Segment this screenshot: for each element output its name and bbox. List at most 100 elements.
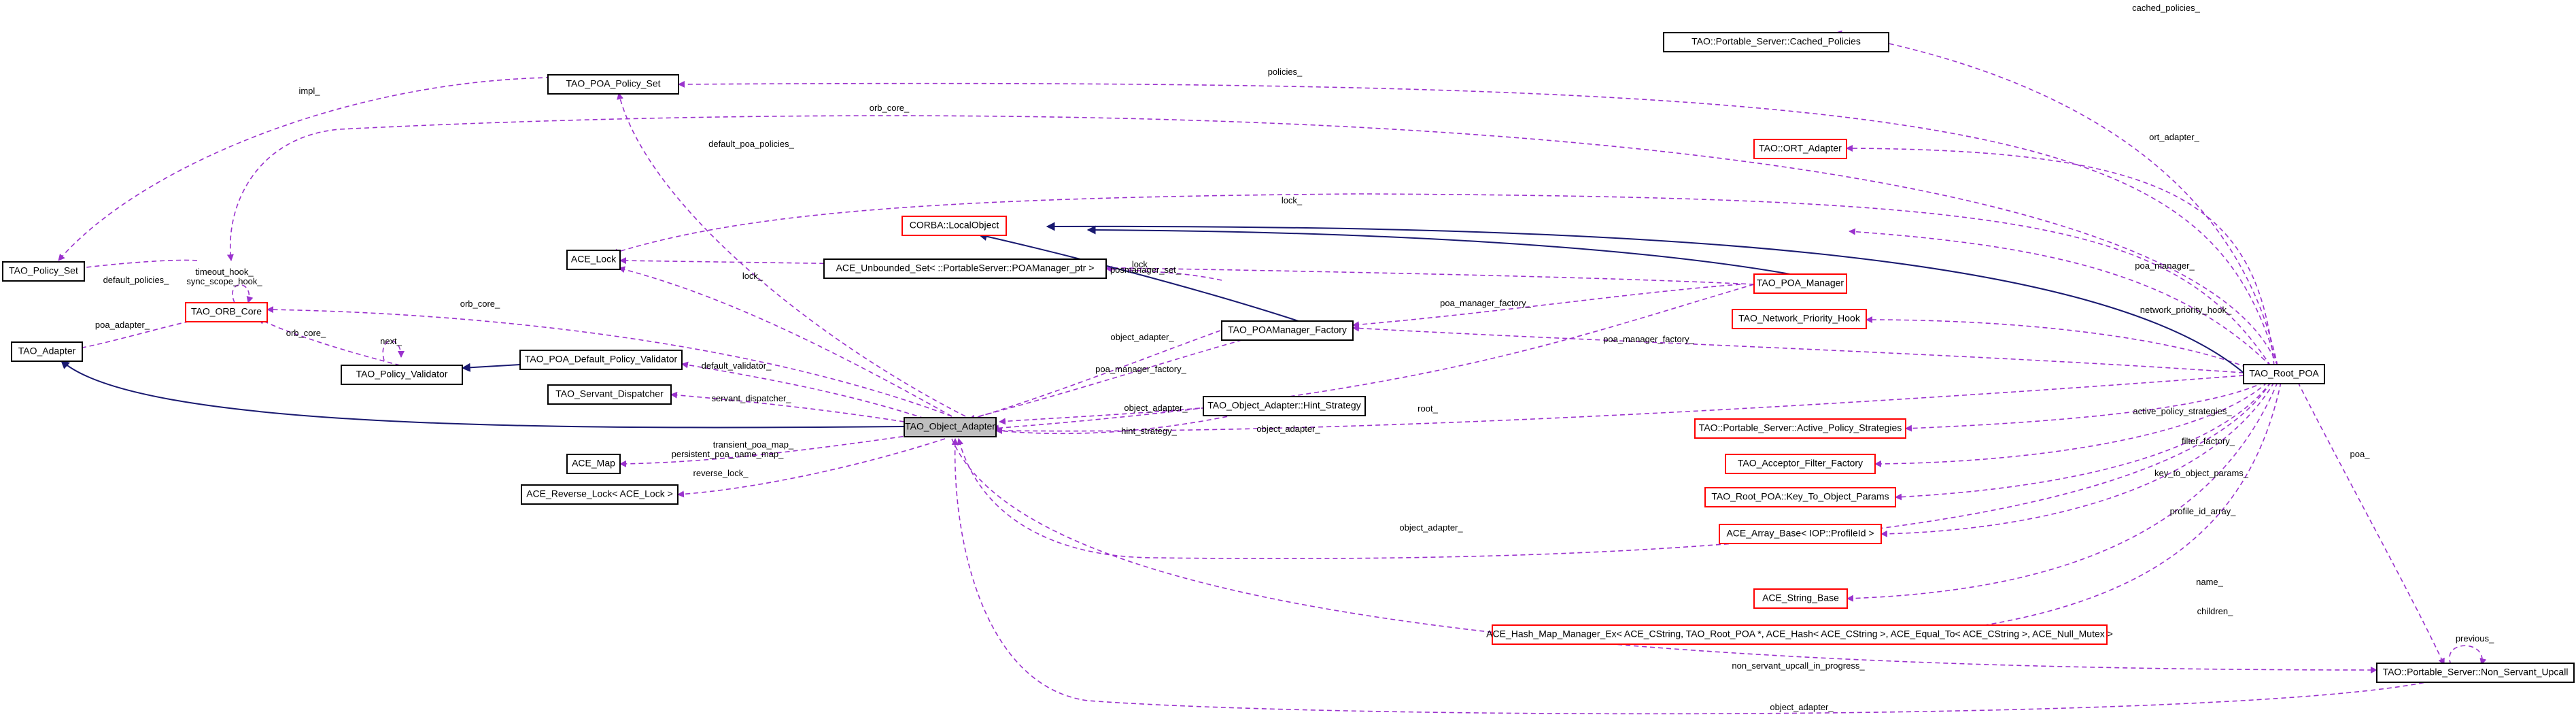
node-ace-lock[interactable]: ACE_Lock — [566, 250, 621, 270]
edge-key-to-object-params — [1895, 382, 2271, 501]
label-previous: previous_ — [2456, 633, 2494, 643]
node-array-base[interactable]: ACE_Array_Base< IOP::ProfileId > — [1719, 524, 1882, 544]
label-object-adapter-bottom: object_adapter_ — [1770, 702, 1834, 712]
node-box — [185, 302, 268, 322]
node-label: TAO_Root_POA — [2249, 368, 2319, 379]
label-object-adapter-hint: object_adapter_ — [1124, 403, 1188, 413]
edge-ort-adapter — [1846, 145, 2275, 367]
label-orb-core-mid: orb_core_ — [460, 299, 500, 309]
label-poa-manager: poa_manager_ — [2135, 261, 2195, 271]
edge-transient-poa-map — [619, 435, 912, 467]
node-policy-validator[interactable]: TAO_Policy_Validator — [341, 365, 463, 385]
node-acceptor-filter-factory[interactable]: TAO_Acceptor_Filter_Factory — [1725, 454, 1876, 474]
label-orb-core-top: orb_core_ — [870, 103, 910, 113]
node-box — [1753, 139, 1847, 159]
label-name: name_ — [2196, 577, 2224, 587]
usage-edges — [58, 30, 2487, 715]
node-hint-strategy[interactable]: TAO_Object_Adapter::Hint_Strategy — [1203, 396, 1366, 416]
node-key-to-object-params[interactable]: TAO_Root_POA::Key_To_Object_Params — [1704, 487, 1896, 507]
node-reverse-lock[interactable]: ACE_Reverse_Lock< ACE_Lock > — [521, 484, 679, 505]
label-orb-core-validator: orb_core_ — [286, 328, 326, 338]
edge-previous — [2449, 645, 2487, 665]
label-lock-left: lock_ — [742, 271, 763, 281]
node-cached-policies[interactable]: TAO::Portable_Server::Cached_Policies — [1663, 32, 1889, 52]
node-hash-map-manager[interactable]: ACE_Hash_Map_Manager_Ex< ACE_CString, TA… — [1486, 624, 2113, 645]
node-non-servant-upcall[interactable]: TAO::Portable_Server::Non_Servant_Upcall — [2376, 663, 2575, 683]
node-object-adapter[interactable]: TAO_Object_Adapter — [904, 417, 997, 437]
label-filter-factory: filter_factory_ — [2182, 436, 2235, 446]
node-label: TAO_Servant_Dispatcher — [555, 388, 664, 399]
node-local-object[interactable]: CORBA::LocalObject — [901, 216, 1007, 236]
node-label: TAO_Root_POA::Key_To_Object_Params — [1711, 491, 1889, 502]
node-tao-adapter[interactable]: TAO_Adapter — [11, 341, 83, 362]
node-poa-manager[interactable]: TAO_POA_Manager — [1753, 273, 1847, 294]
node-box — [1203, 396, 1366, 416]
node-label: TAO::Portable_Server::Cached_Policies — [1691, 36, 1861, 47]
edge-hint-strategy — [978, 409, 1252, 435]
label-network-priority-hook: network_priority_hook_ — [2140, 305, 2232, 315]
node-ort-adapter[interactable]: TAO::ORT_Adapter — [1753, 139, 1847, 159]
edge-lock-top — [611, 193, 2271, 367]
label-posmanager-set: posmanager_set_ — [1110, 265, 1182, 275]
node-active-policy-strategies[interactable]: TAO::Portable_Server::Active_Policy_Stra… — [1694, 418, 1906, 439]
edge-poa-adapter — [67, 319, 198, 353]
node-label: TAO_POA_Default_Policy_Validator — [525, 354, 678, 365]
node-string-base[interactable]: ACE_String_Base — [1753, 588, 1848, 609]
node-network-priority-hook[interactable]: TAO_Network_Priority_Hook — [1732, 309, 1867, 329]
node-box — [566, 250, 621, 270]
node-servant-dispatcher[interactable]: TAO_Servant_Dispatcher — [547, 384, 672, 405]
label-lock-mid: lock_ — [1132, 259, 1153, 269]
edge-object-adapter-factory — [968, 330, 1221, 422]
node-label: TAO_Adapter — [18, 346, 76, 356]
inheritance-edges — [61, 222, 2244, 429]
label-transient-poa-map: transient_poa_map_ — [713, 439, 794, 450]
node-label: ACE_Hash_Map_Manager_Ex< ACE_CString, TA… — [1486, 629, 2113, 639]
node-box — [2243, 364, 2325, 384]
node-box — [1694, 418, 1906, 439]
edge-reverse-lock — [677, 438, 946, 498]
node-box — [341, 365, 463, 385]
node-box — [547, 384, 672, 405]
label-default-poa-policies: default_poa_policies_ — [708, 139, 795, 149]
node-box — [1719, 524, 1882, 544]
node-unbounded-set[interactable]: ACE_Unbounded_Set< ::PortableServer::POA… — [823, 258, 1107, 279]
node-box — [1492, 624, 2108, 645]
node-label: TAO_POAManager_Factory — [1228, 324, 1347, 335]
label-hint-strategy: hint_strategy_ — [1121, 426, 1177, 436]
node-label: TAO_POA_Manager — [1757, 278, 1844, 288]
node-label: TAO::ORT_Adapter — [1759, 143, 1842, 154]
label-poa-manager-factory-low: poa_manager_factory_ — [1095, 364, 1186, 374]
edge-poa-manager-factory-up — [1352, 284, 1741, 329]
label-cached-policies: cached_policies_ — [2132, 3, 2201, 13]
edge-default-validator — [681, 361, 925, 419]
node-label: ACE_Reverse_Lock< ACE_Lock > — [526, 488, 673, 499]
node-label: ACE_Map — [572, 458, 615, 469]
node-box — [566, 454, 621, 474]
node-policy-set[interactable]: TAO_Policy_Set — [2, 261, 85, 282]
node-label: CORBA::LocalObject — [910, 220, 999, 231]
node-label: TAO_Object_Adapter — [905, 421, 995, 432]
node-poamanager-factory[interactable]: TAO_POAManager_Factory — [1221, 320, 1354, 341]
edge-inherit-default-validator-validator — [461, 363, 521, 372]
node-root-poa[interactable]: TAO_Root_POA — [2243, 364, 2325, 384]
node-label: TAO_Policy_Validator — [356, 369, 448, 380]
edge-inherit-factory-localobject — [978, 232, 1299, 322]
node-label: TAO_Object_Adapter::Hint_Strategy — [1207, 400, 1360, 411]
node-box — [1732, 309, 1867, 329]
node-poa-policy-set[interactable]: TAO_POA_Policy_Set — [547, 74, 679, 95]
label-non-servant-upcall-in-progress: non_servant_upcall_in_progress_ — [1732, 661, 1865, 671]
node-box — [1663, 32, 1889, 52]
node-label: TAO_Policy_Set — [9, 265, 78, 276]
label-sync-scope-hook: sync_scope_hook_ — [186, 276, 262, 286]
node-label: TAO_Acceptor_Filter_Factory — [1738, 458, 1863, 469]
label-profile-id-array: profile_id_array_ — [2170, 506, 2237, 516]
label-default-validator: default_validator_ — [702, 361, 772, 371]
node-box — [547, 74, 679, 95]
edge-object-adapter-long — [957, 382, 2271, 559]
edge-servant-dispatcher — [670, 391, 905, 422]
node-default-policy-validator[interactable]: TAO_POA_Default_Policy_Validator — [519, 350, 683, 370]
edge-inherit-root-poa-localobject — [1046, 222, 2244, 373]
node-ace-map[interactable]: ACE_Map — [566, 454, 621, 474]
node-orb-core[interactable]: TAO_ORB_Core — [185, 302, 268, 322]
